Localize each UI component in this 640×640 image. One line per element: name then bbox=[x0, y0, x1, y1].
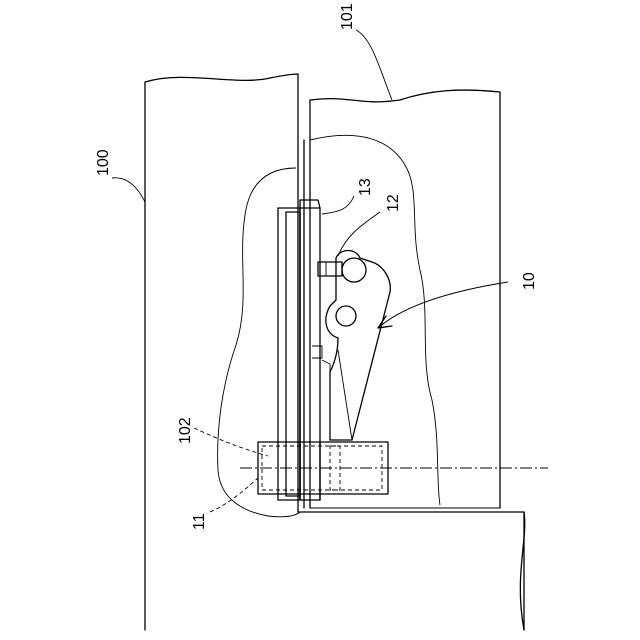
lever-inner bbox=[338, 350, 352, 440]
door-101-outline bbox=[310, 90, 500, 508]
lever-slot bbox=[322, 360, 330, 440]
lever-arm bbox=[326, 251, 390, 441]
leader-102 bbox=[194, 428, 268, 456]
label-11: 11 bbox=[191, 513, 208, 530]
cutaway-boundary bbox=[310, 135, 440, 505]
cutaway-boundary-left bbox=[218, 168, 300, 517]
label-12: 12 bbox=[385, 194, 402, 212]
label-13: 13 bbox=[357, 178, 374, 196]
label-100: 100 bbox=[95, 149, 112, 176]
pivot-pin bbox=[336, 306, 356, 326]
leader-100 bbox=[112, 178, 145, 202]
wall-100-outline bbox=[145, 74, 524, 630]
knob-ball bbox=[342, 258, 366, 282]
label-101: 101 bbox=[339, 3, 356, 30]
label-102: 102 bbox=[177, 417, 194, 444]
leader-11 bbox=[210, 478, 258, 512]
leader-12 bbox=[338, 212, 380, 256]
leader-13 bbox=[322, 196, 354, 214]
plate-13 bbox=[278, 208, 300, 500]
leader-10 bbox=[378, 282, 508, 328]
leader-101 bbox=[356, 30, 392, 100]
label-10: 10 bbox=[521, 272, 538, 290]
knob-stem bbox=[318, 262, 342, 276]
